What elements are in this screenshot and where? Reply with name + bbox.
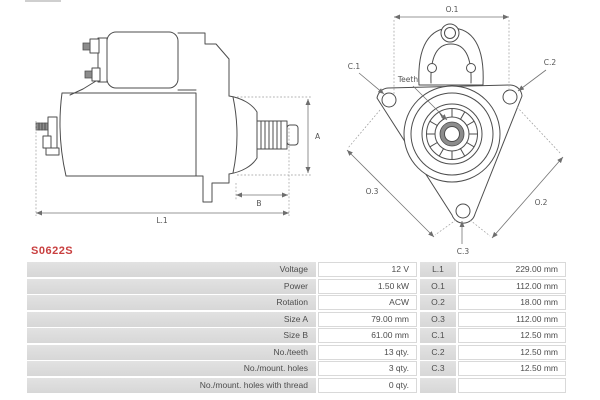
dim-code: C.1 <box>420 328 456 343</box>
dim-value: 12.50 mm <box>458 361 566 376</box>
spec-value: 12 V <box>318 262 417 277</box>
motor-body <box>59 92 197 177</box>
spec-label: Voltage <box>27 262 316 277</box>
spec-label: Size A <box>27 311 316 327</box>
spec-label: Power <box>27 278 316 294</box>
dim-code: C.3 <box>420 361 456 376</box>
arch-hole-right <box>466 63 476 73</box>
part-code: S0622S <box>31 245 74 257</box>
table-row: Power 1.50 kW O.1 112.00 mm <box>27 278 566 294</box>
pinion-tip <box>286 124 299 146</box>
rear-foot <box>45 147 60 156</box>
spec-value: 61.00 mm <box>318 328 417 343</box>
spec-value: 0 qty. <box>318 377 417 393</box>
dim-value: 12.50 mm <box>458 344 566 360</box>
table-row: Size B 61.00 mm C.1 12.50 mm <box>27 328 566 343</box>
dim-value: 112.00 mm <box>458 278 566 294</box>
table-row: Rotation ACW O.2 18.00 mm <box>27 295 566 310</box>
dim-code: L.1 <box>420 262 456 277</box>
spec-value: 1.50 kW <box>318 278 417 294</box>
dim-label-l1: L.1 <box>156 216 168 225</box>
drive-bracket-top <box>177 32 230 97</box>
dim-code: O.1 <box>420 278 456 294</box>
dim-code: O.2 <box>420 295 456 310</box>
spec-value: 3 qty. <box>318 361 417 376</box>
dim-value: 18.00 mm <box>458 295 566 310</box>
mount-hole-c2 <box>502 89 518 105</box>
dim-value: 112.00 mm <box>458 311 566 327</box>
spec-table: Voltage 12 V L.1 229.00 mm Power 1.50 kW… <box>27 262 566 394</box>
dim-value: 12.50 mm <box>458 328 566 343</box>
spec-value: 13 qty. <box>318 344 417 360</box>
dim-value: 229.00 mm <box>458 262 566 277</box>
spec-value: 79.00 mm <box>318 311 417 327</box>
rear-nub <box>42 135 52 149</box>
spec-label: No./teeth <box>27 344 316 360</box>
spec-value: ACW <box>318 295 417 310</box>
spec-label: Size B <box>27 328 316 343</box>
dim-label-o1: O.1 <box>446 5 459 14</box>
spec-label: No./mount. holes with thread <box>27 377 316 393</box>
dim-label-b: B <box>256 199 261 208</box>
mount-hole-c3 <box>455 203 471 219</box>
table-row: Voltage 12 V L.1 229.00 mm <box>27 262 566 277</box>
table-row: No./teeth 13 qty. C.2 12.50 mm <box>27 344 566 360</box>
spec-label: No./mount. holes <box>27 361 316 376</box>
terminal-lower <box>91 67 101 82</box>
logo-remnant <box>25 0 61 2</box>
dim-label-c2: C.2 <box>544 58 557 67</box>
dim-code <box>420 377 456 393</box>
dim-label-o2: O.2 <box>535 198 548 207</box>
technical-drawings: A B L.1 <box>35 5 564 256</box>
terminal-upper <box>89 38 100 54</box>
dim-code: O.3 <box>420 311 456 327</box>
teeth-label: Teeth <box>397 75 418 84</box>
front-view-diagram: O.1 C.1 C.2 Teeth O.3 O.2 C.3 <box>346 5 564 256</box>
arch-hole-left <box>427 63 437 73</box>
table-row: Size A 79.00 mm O.3 112.00 mm <box>27 311 566 327</box>
dim-label-c1: C.1 <box>348 62 361 71</box>
table-row: No./mount. holes with thread 0 qty. <box>27 377 566 393</box>
table-row: No./mount. holes 3 qty. C.3 12.50 mm <box>27 361 566 376</box>
dim-label-o3: O.3 <box>366 187 379 196</box>
solenoid <box>106 31 179 89</box>
dim-value <box>458 377 566 393</box>
drive-bracket-bottom <box>195 173 230 203</box>
mount-hole-c1 <box>381 92 397 108</box>
dim-label-a: A <box>315 132 321 141</box>
dim-code: C.2 <box>420 344 456 360</box>
dim-label-c3: C.3 <box>457 247 470 256</box>
solenoid-endcap <box>97 37 108 83</box>
spec-label: Rotation <box>27 295 316 310</box>
shaft-hole <box>444 126 460 142</box>
terminal-wire <box>69 80 97 96</box>
side-view-diagram: A B L.1 <box>35 31 321 225</box>
